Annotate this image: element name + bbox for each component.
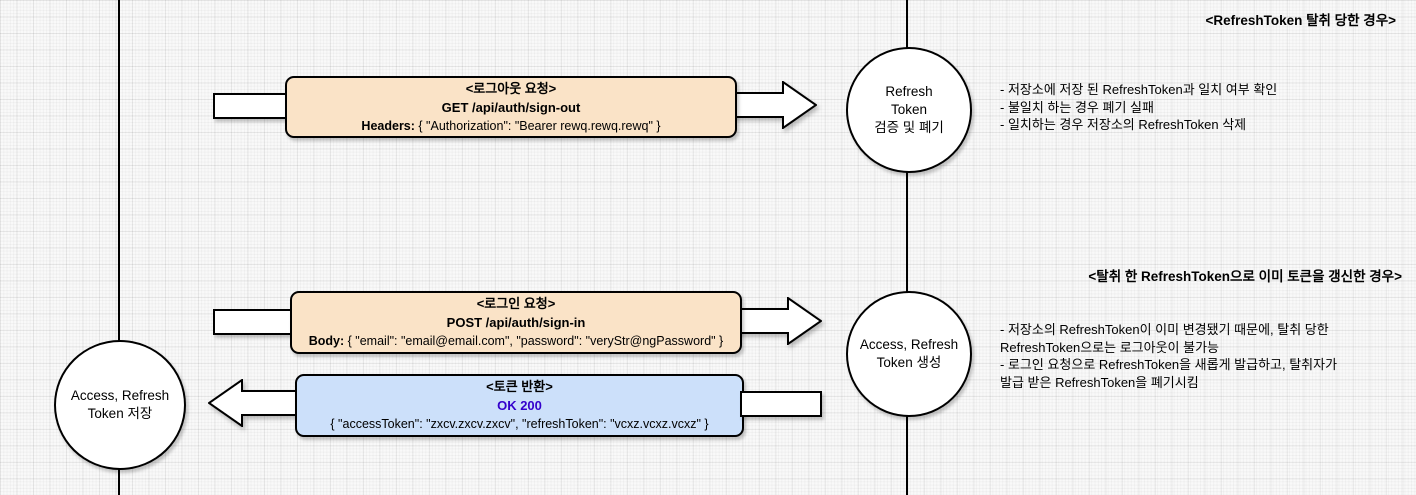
token-generate-circle: Access, Refresh Token 생성 <box>846 291 972 417</box>
signout-request-box: <로그아웃 요청> GET /api/auth/sign-out Headers… <box>285 76 737 138</box>
signin-request-box: <로그인 요청> POST /api/auth/sign-in Body: { … <box>290 291 742 354</box>
lifeline-client <box>118 0 120 495</box>
signout-arrow-tail <box>213 93 291 119</box>
token-return-title: <토큰 반환> <box>486 379 553 394</box>
signin-body: Body: { "email": "email@email.com", "pas… <box>309 332 723 351</box>
right-arrow-icon <box>731 81 817 129</box>
right-arrow-icon <box>736 297 822 345</box>
case1-title: <RefreshToken 탈취 당한 경우> <box>1205 13 1396 28</box>
token-return-box: <토큰 반환> OK 200 { "accessToken": "zxcv.zx… <box>295 374 744 437</box>
signout-headers-value: { "Authorization": "Bearer rewq.rewq.rew… <box>414 118 661 133</box>
signout-title: <로그아웃 요청> <box>465 80 557 96</box>
signin-method: POST /api/auth/sign-in <box>446 315 586 330</box>
signin-title: <로그인 요청> <box>476 296 556 311</box>
signout-method: GET /api/auth/sign-out <box>441 99 581 115</box>
signin-arrow-tail <box>213 309 296 335</box>
case1-notes: - 저장소에 저장 된 RefreshToken과 일치 여부 확인 - 불일치… <box>1000 82 1278 132</box>
signout-headers: Headers: { "Authorization": "Bearer rewq… <box>361 117 660 136</box>
signin-body-value: { "email": "email@email.com", "password"… <box>344 334 724 348</box>
case2-title: <탈취 한 RefreshToken으로 이미 토큰을 갱신한 경우> <box>1088 269 1402 284</box>
token-store-circle: Access, Refresh Token 저장 <box>54 340 186 470</box>
token-return-payload: { "accessToken": "zxcv.zxcv.zxcv", "refr… <box>330 417 709 431</box>
token-return-arrow-tail <box>740 391 822 417</box>
case2-notes: - 저장소의 RefreshToken이 이미 변경됐기 때문에, 탈취 당한 … <box>1000 322 1338 390</box>
lifeline-server <box>906 0 908 495</box>
left-arrow-icon <box>208 379 298 427</box>
signout-headers-label: Headers: <box>361 118 415 133</box>
verify-revoke-circle: Refresh Token 검증 및 폐기 <box>846 47 972 173</box>
token-return-status: OK 200 <box>497 398 542 413</box>
signin-body-label: Body: <box>308 334 345 348</box>
